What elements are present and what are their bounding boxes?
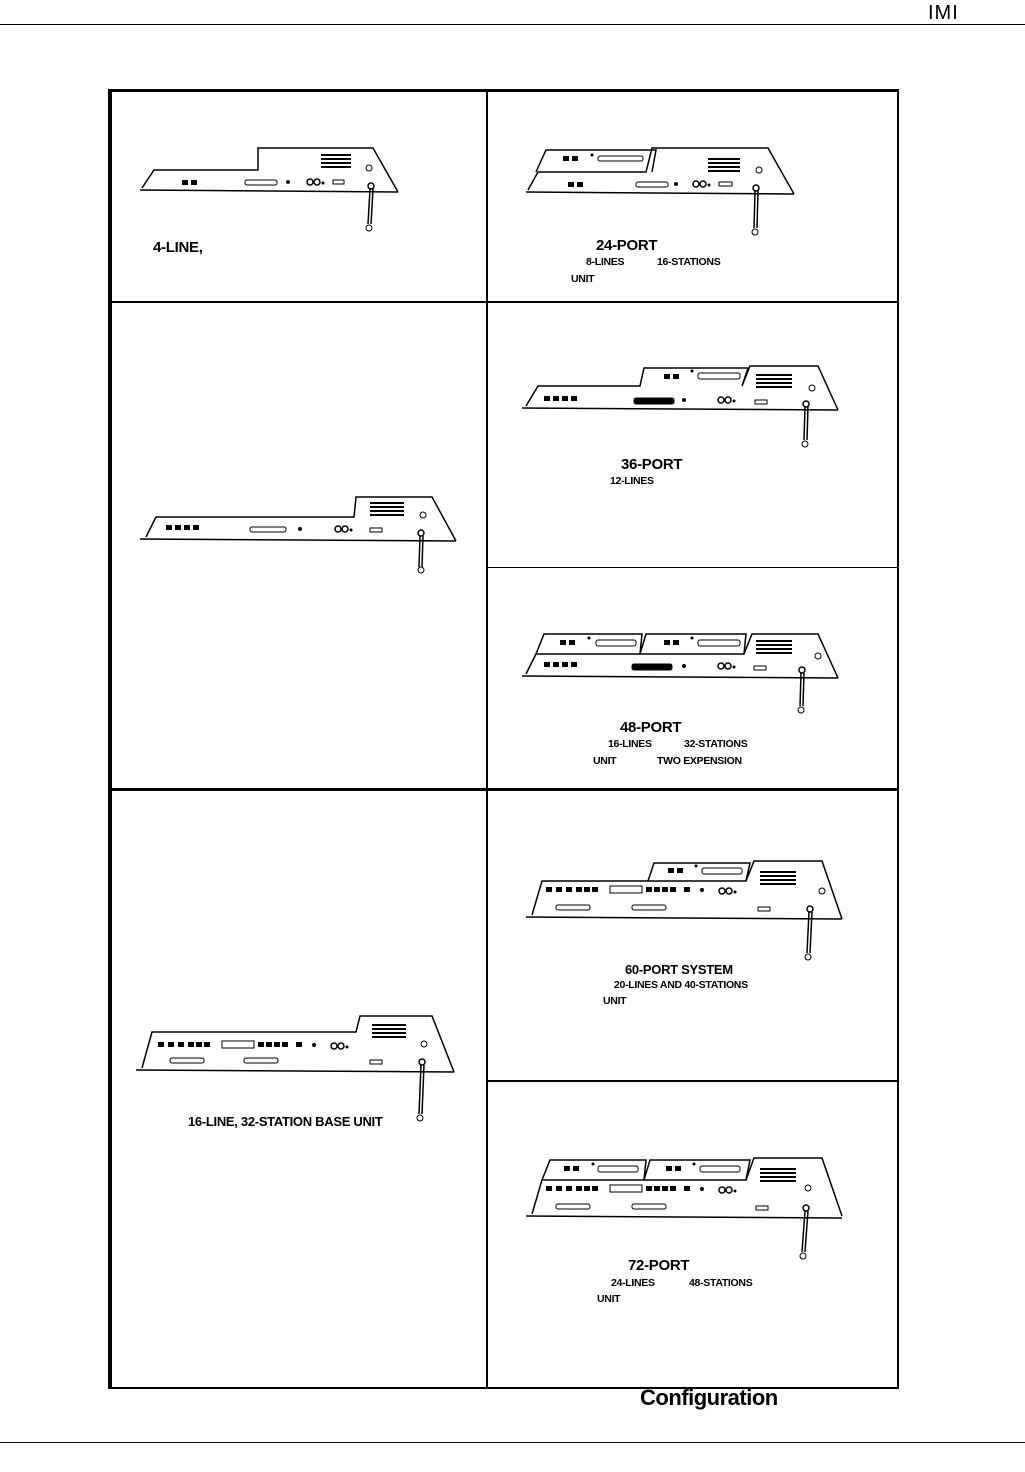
cell8-label-24-lines: 24-LINES [611, 1277, 655, 1289]
base-unit-60-port-drawing [525, 860, 843, 961]
cell4-label-36-port: 36-PORT [621, 456, 683, 473]
cell8-label-unit: UNIT [597, 1293, 621, 1305]
cell5-label-16-lines: 16-LINES [608, 738, 652, 750]
base-unit-48-port-drawing [521, 633, 839, 714]
header-rule [0, 24, 1025, 25]
cell7-label-20-lines-40-stations: 20-LINES AND 40-STATIONS [614, 979, 748, 991]
cell2-label-24-port: 24-PORT [596, 237, 658, 254]
figure-caption: Configuration [640, 1385, 778, 1410]
configuration-figure-frame [108, 89, 899, 1389]
cell2-label-16-stations: 16-STATIONS [657, 256, 721, 268]
right-divider-60-72 [488, 1080, 898, 1082]
cell5-label-unit: UNIT [593, 755, 617, 767]
cell6-label-16-line-32-station: 16-LINE, 32-STATION BASE UNIT [188, 1114, 383, 1129]
base-unit-16-line-32-station-drawing [135, 1015, 455, 1122]
cell8-label-48-stations: 48-STATIONS [689, 1277, 753, 1289]
cell2-label-8-lines: 8-LINES [586, 256, 625, 268]
base-unit-72-port-drawing [525, 1157, 843, 1260]
row-divider-1 [110, 301, 898, 303]
cell8-label-72-port: 72-PORT [628, 1257, 690, 1274]
cell5-label-two-expension: TWO EXPENSION [657, 755, 742, 767]
header-mark: IMI [928, 2, 959, 24]
cell1-label-4-line: 4-LINE, [153, 239, 203, 256]
cell4-label-12-lines: 12-LINES [610, 475, 654, 487]
base-unit-4-line-drawing [139, 147, 399, 232]
cell5-label-48-port: 48-PORT [620, 719, 682, 736]
center-divider [486, 92, 488, 1387]
base-unit-36-port-drawing [521, 365, 839, 448]
footer-rule [0, 1442, 1025, 1443]
right-divider-36-48 [488, 567, 898, 568]
base-unit-24-port-drawing [525, 147, 795, 236]
cell5-label-32-stations: 32-STATIONS [684, 738, 748, 750]
row-divider-2 [110, 788, 898, 791]
base-unit-drawing [139, 496, 457, 574]
cell7-label-unit: UNIT [603, 995, 627, 1007]
cell2-label-unit: UNIT [571, 273, 595, 285]
cell7-label-60-port-system: 60-PORT SYSTEM [625, 962, 733, 977]
